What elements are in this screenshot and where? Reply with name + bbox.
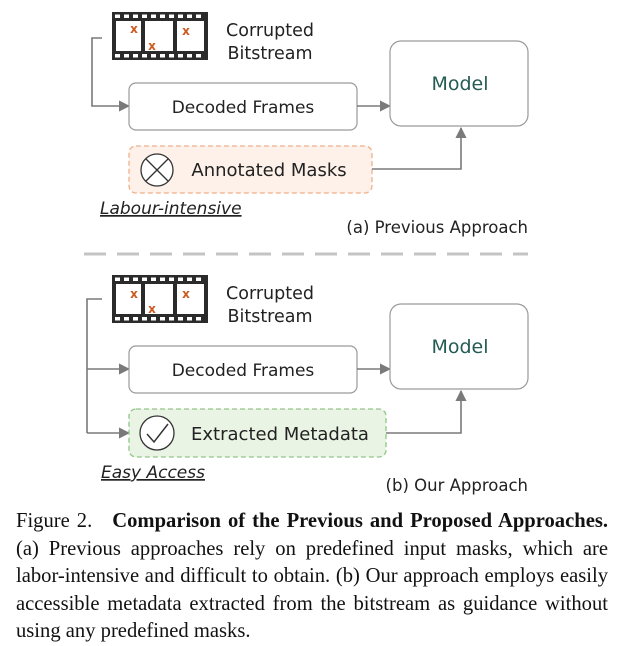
model-box <box>389 303 529 390</box>
corruption-x-mark: x <box>130 22 138 36</box>
subfigure-a-caption: (a) Previous Approach <box>346 218 528 237</box>
corruption-x-mark: x <box>148 39 156 53</box>
corruption-x-mark: x <box>182 287 190 301</box>
decoded-frames-label: Decoded Frames <box>172 98 315 118</box>
check-circle-icon <box>139 415 175 451</box>
figure-diagram: x x x Corrupted Bitstream Decoded Frames… <box>84 12 529 495</box>
bitstream-label: Bitstream <box>227 44 312 64</box>
corruption-x-mark: x <box>148 302 156 316</box>
model-label: Model <box>431 73 488 95</box>
easy-access-note: Easy Access <box>101 463 205 483</box>
corruption-x-mark: x <box>130 287 138 301</box>
figure-caption-title: Comparison of the Previous and Proposed … <box>112 510 608 532</box>
bitstream-label: Corrupted <box>226 21 314 41</box>
bitstream-label: Corrupted <box>226 284 314 304</box>
subfigure-b-caption: (b) Our Approach <box>386 476 528 495</box>
cross-circle-icon <box>140 153 174 187</box>
corruption-x-mark: x <box>182 24 190 38</box>
annotated-masks-label: Annotated Masks <box>191 160 346 181</box>
figure-caption-label: Figure 2. <box>16 510 93 532</box>
figure-caption: Figure 2. Comparison of the Previous and… <box>16 508 608 646</box>
extracted-metadata-box <box>128 408 387 458</box>
film-strip-icon: x x x <box>112 275 208 323</box>
labour-intensive-note: Labour-intensive <box>100 199 242 219</box>
film-strip-icon: x x x <box>112 12 208 60</box>
connector-arrow <box>372 126 467 170</box>
model-box <box>389 40 529 127</box>
figure-caption-body: (a) Previous approaches rely on predefin… <box>16 537 608 643</box>
extracted-metadata-label: Extracted Metadata <box>191 424 369 445</box>
connector-arrow <box>91 37 131 112</box>
connector-line <box>86 298 102 433</box>
connector-arrow <box>386 389 467 434</box>
model-label: Model <box>431 336 488 358</box>
decoded-frames-label: Decoded Frames <box>172 361 315 381</box>
bitstream-label: Bitstream <box>227 307 312 327</box>
